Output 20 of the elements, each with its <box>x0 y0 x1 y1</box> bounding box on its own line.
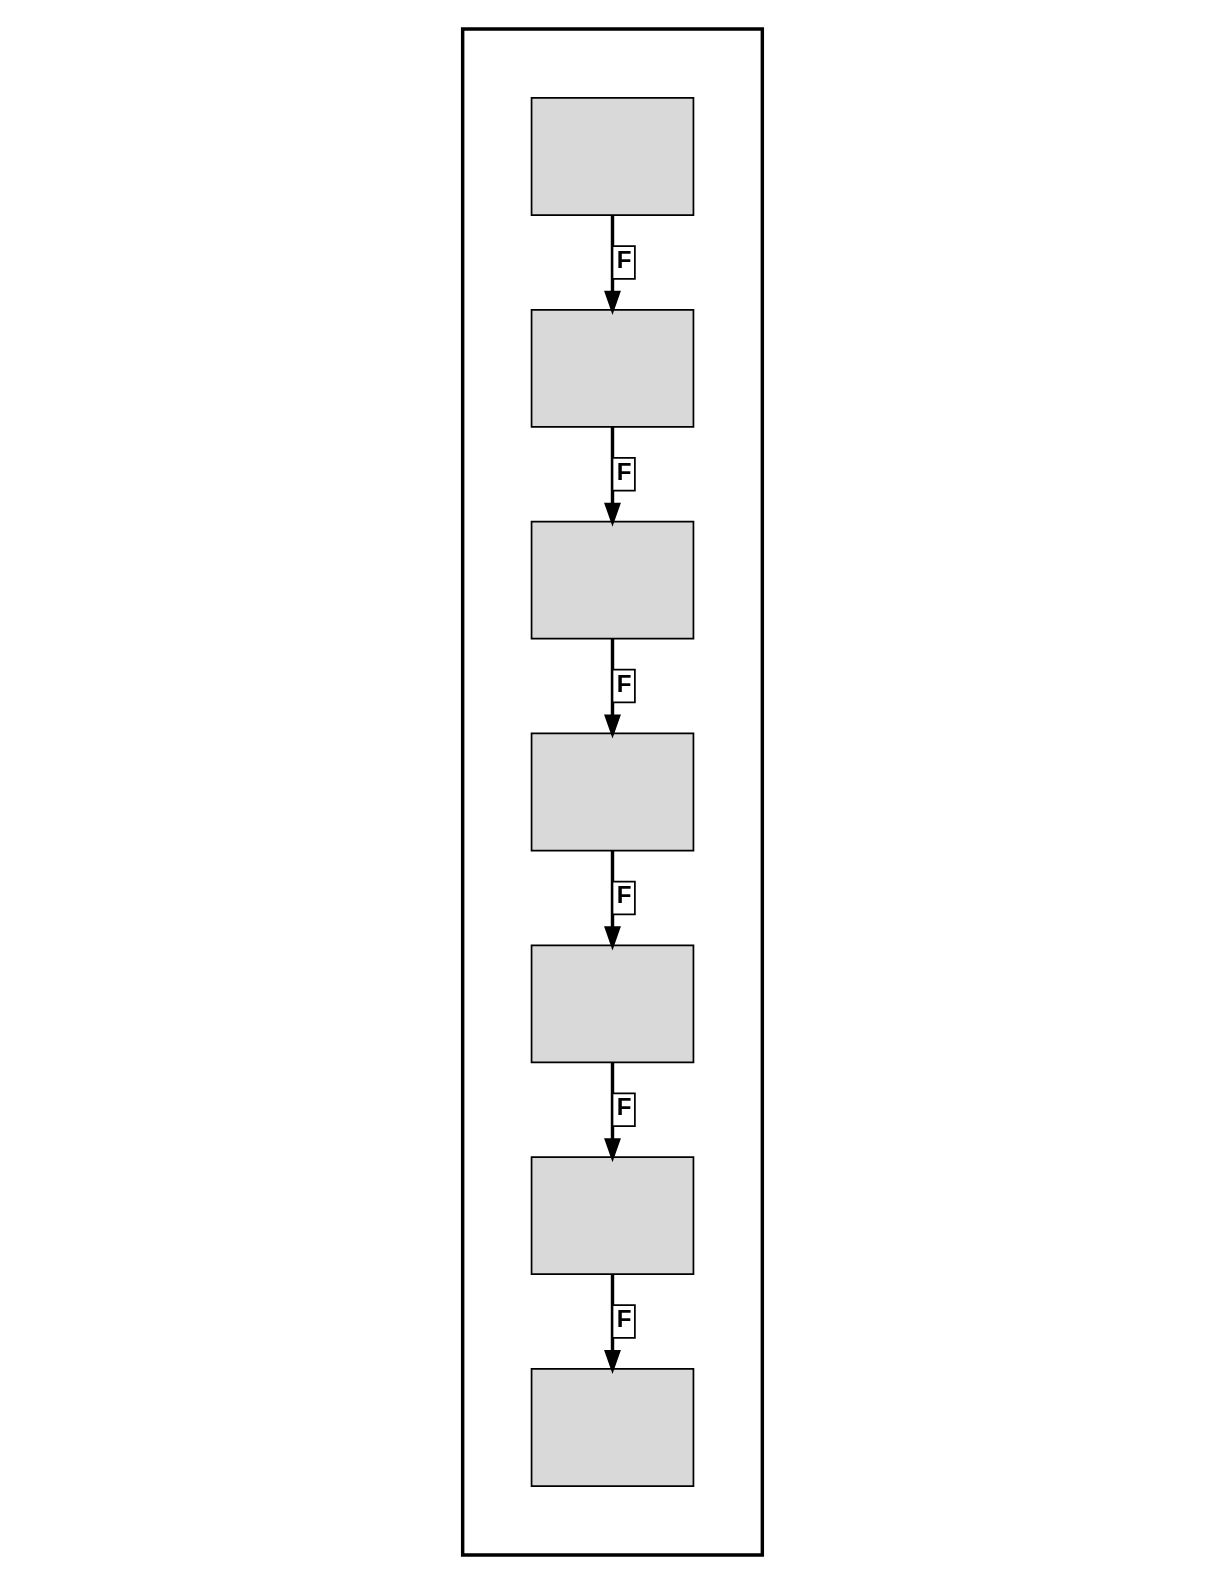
node-box <box>530 520 694 640</box>
node-box <box>530 1368 694 1487</box>
edge-label: F <box>616 1305 632 1333</box>
arrow <box>603 215 621 315</box>
edge-label: F <box>616 669 632 697</box>
arrow <box>603 1062 621 1163</box>
arrow <box>603 638 621 739</box>
node-box <box>530 732 694 852</box>
arrow <box>603 427 621 527</box>
node-box <box>530 308 694 428</box>
node-box <box>530 97 694 216</box>
node-box <box>530 1156 694 1276</box>
cluster <box>460 27 764 1557</box>
node-box <box>530 944 694 1064</box>
edge-label: F <box>616 457 632 485</box>
arrow <box>603 850 621 951</box>
edge-label: F <box>616 245 632 273</box>
arrow <box>603 1274 621 1375</box>
edge-label: F <box>616 881 632 909</box>
edge-label: F <box>616 1093 632 1121</box>
